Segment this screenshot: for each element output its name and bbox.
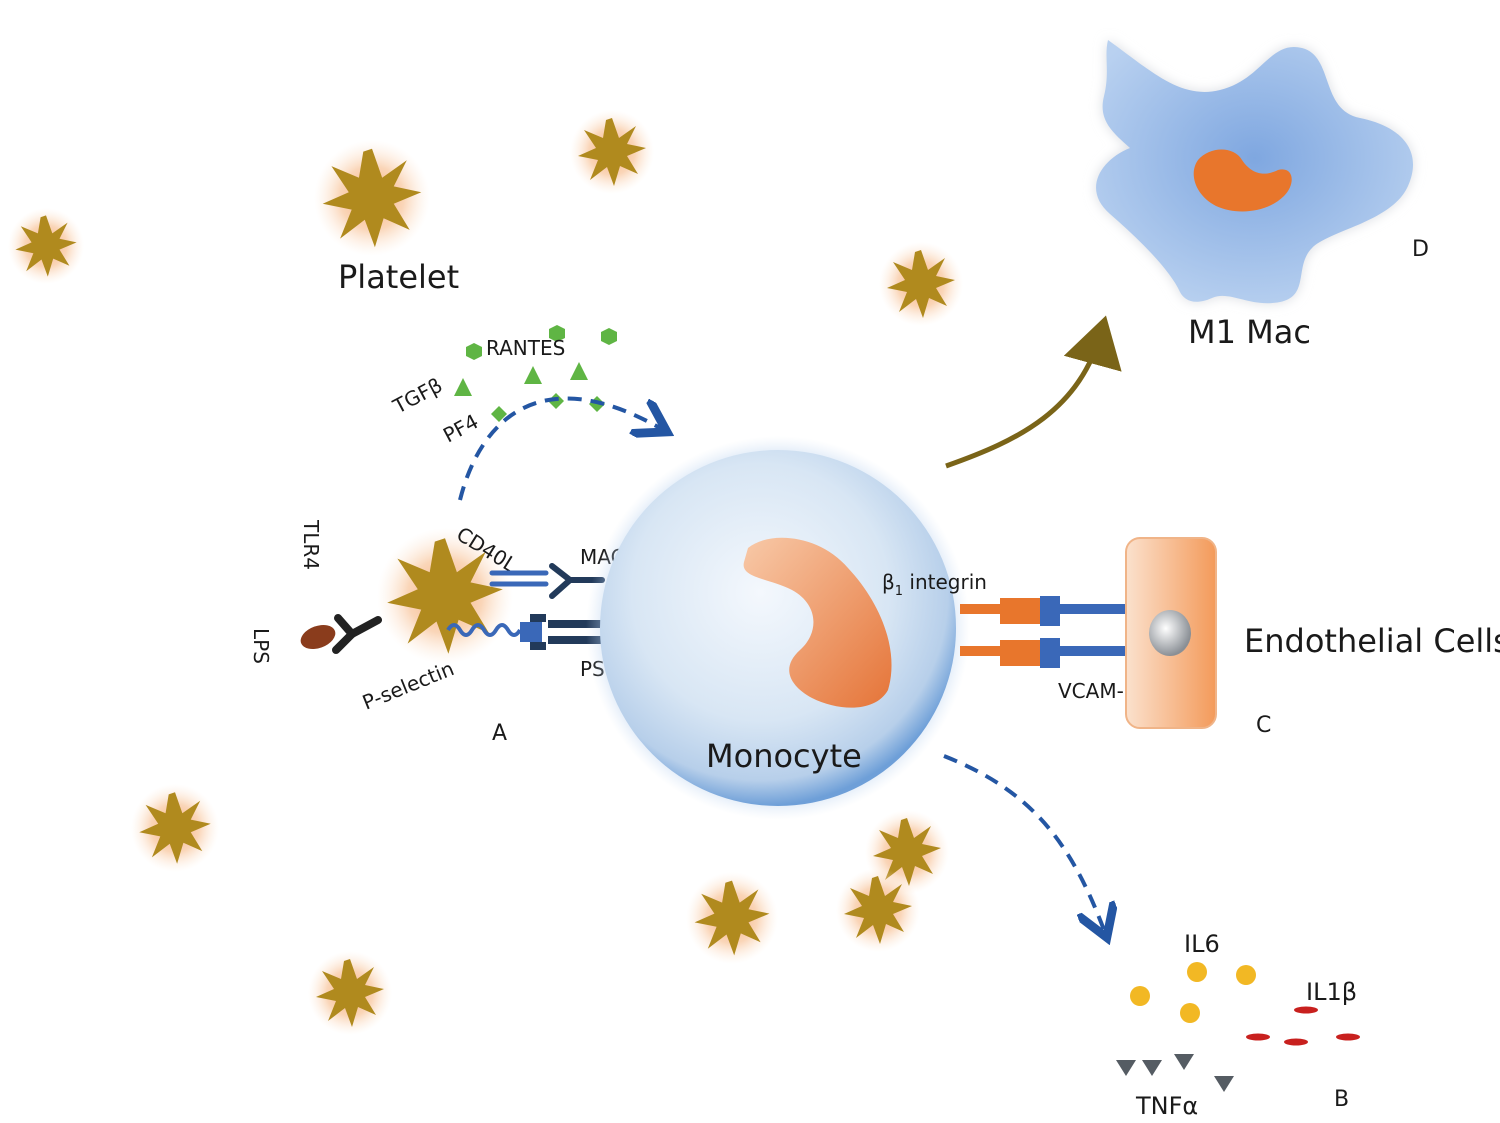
pselectin-coil-icon xyxy=(446,623,522,637)
panel-b-label: B xyxy=(1334,1087,1349,1112)
platelet-icon xyxy=(879,242,963,326)
platelet-icon xyxy=(836,868,920,952)
tlr4-receptor-icon xyxy=(332,614,382,654)
platelet-icon xyxy=(686,872,778,964)
tgfb-label: TGFβ xyxy=(388,373,446,419)
endothelial-label: Endothelial Cells xyxy=(1244,622,1500,660)
il1b-label: IL1β xyxy=(1306,978,1357,1006)
psgl1-block-icon xyxy=(520,622,542,642)
lps-molecule-icon xyxy=(300,624,336,650)
psgl1-receptor-icon xyxy=(530,614,606,650)
tlr4-label: TLR4 xyxy=(299,519,323,570)
cytokine-release-arrow xyxy=(943,754,1104,930)
rantes-label: RANTES xyxy=(486,336,565,360)
activated-platelet-icon xyxy=(377,528,513,664)
tgfb-triangle-icon xyxy=(454,378,472,396)
secretion-arrow xyxy=(458,396,660,501)
tgfb-triangle-icon xyxy=(524,366,542,384)
tnfa-molecules xyxy=(1116,1054,1234,1092)
cd40l-ligand-icon xyxy=(489,570,549,587)
pf4-label: PF4 xyxy=(439,409,482,447)
rantes-hexagon-icon xyxy=(466,343,482,360)
m1-macrophage-cell xyxy=(1096,40,1414,304)
macrophage-nucleus-icon xyxy=(1193,149,1292,212)
m1-mac-label: M1 Mac xyxy=(1188,313,1311,351)
tnfa-label: TNFα xyxy=(1135,1092,1198,1120)
pf4-diamond-icon xyxy=(548,393,564,409)
lps-label: LPS xyxy=(249,628,273,664)
platelet-icon xyxy=(314,140,430,256)
integrin-vcam1-pair-bottom xyxy=(960,638,1128,668)
endothelial-cell xyxy=(1125,537,1217,729)
pselectin-label: P-selectin xyxy=(359,656,457,714)
panel-d-label: D xyxy=(1412,237,1429,262)
rantes-hexagon-icon xyxy=(601,328,617,345)
il1b-molecules xyxy=(1246,1006,1360,1046)
rantes-hexagon-icon xyxy=(549,325,565,342)
monocyte-label: Monocyte xyxy=(706,737,862,775)
integrin-vcam1-pair-top xyxy=(960,596,1128,626)
il6-molecules xyxy=(1130,962,1256,1023)
panel-c-label: C xyxy=(1256,713,1271,738)
endothelial-nucleus-icon xyxy=(1149,610,1191,656)
platelet-icon xyxy=(131,784,219,872)
monocyte-nucleus-icon xyxy=(743,537,892,708)
pf4-diamond-icon xyxy=(491,406,507,422)
granule-cluster xyxy=(454,325,617,422)
tgfb-triangle-icon xyxy=(570,362,588,380)
vcam1-label: VCAM-1 xyxy=(1058,679,1137,703)
il6-label: IL6 xyxy=(1184,930,1220,958)
platelet-icon xyxy=(8,208,84,284)
monocyte-cell xyxy=(586,436,970,820)
platelet-icon xyxy=(570,110,654,194)
panel-a-label: A xyxy=(492,721,507,746)
differentiation-arrow xyxy=(945,315,1122,469)
platelet-icon xyxy=(308,951,392,1035)
b1-integrin-label: β1 integrin xyxy=(882,570,987,599)
platelet-label: Platelet xyxy=(338,258,459,296)
